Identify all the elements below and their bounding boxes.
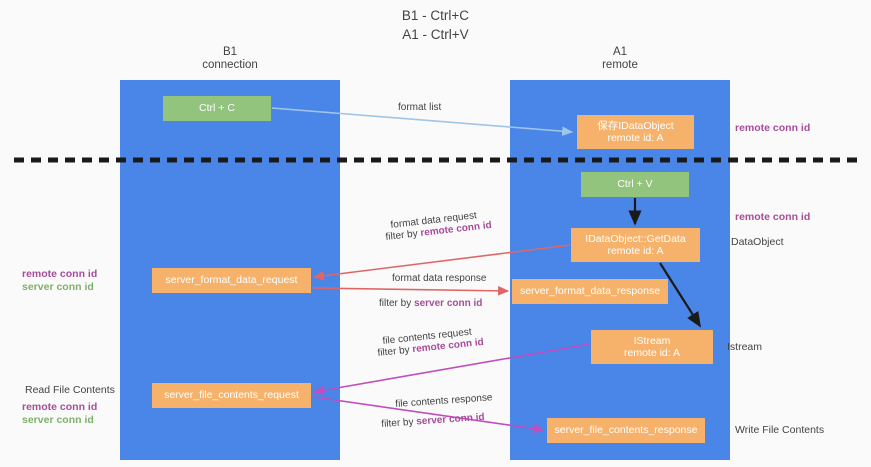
label-left-server-conn-id-bottom: server conn id bbox=[22, 414, 94, 426]
label-right-dataobject: DataObject bbox=[731, 236, 784, 248]
filter-value-2: server conn id bbox=[414, 298, 483, 309]
filter-prefix-4: filter by bbox=[381, 416, 417, 430]
box-ctrl-c[interactable]: Ctrl + C bbox=[163, 96, 271, 121]
arrow-label-file-contents-response: file contents response bbox=[395, 392, 493, 410]
filter-prefix-2: filter by bbox=[379, 298, 415, 309]
column-header-b1: B1 connection bbox=[202, 46, 258, 71]
label-left-server-conn-id-top: server conn id bbox=[22, 281, 94, 293]
box-server-format-data-request[interactable]: server_format_data_request bbox=[152, 268, 311, 293]
arrow-label-file-contents-response-filter: filter by server conn id bbox=[381, 412, 485, 431]
label-right-write-file-contents: Write File Contents bbox=[735, 424, 825, 436]
label-right-remote-conn-id-1: remote conn id bbox=[735, 122, 811, 134]
box-server-format-data-response[interactable]: server_format_data_response bbox=[512, 279, 668, 304]
label-left-remote-conn-id-bottom: remote conn id bbox=[22, 401, 98, 413]
box-ctrl-v[interactable]: Ctrl + V bbox=[581, 172, 689, 197]
box-idataobject-getdata[interactable]: IDataObject::GetData remote id: A bbox=[571, 228, 700, 262]
filter-value-4: server conn id bbox=[415, 411, 485, 428]
filter-prefix-3: filter by bbox=[377, 344, 413, 359]
label-left-read-file-contents: Read File Contents bbox=[25, 384, 115, 396]
arrow-format-data-response bbox=[312, 286, 510, 296]
label-right-istream: Istream bbox=[727, 341, 763, 353]
label-left-remote-conn-id-top: remote conn id bbox=[22, 268, 98, 280]
column-header-a1: A1 remote bbox=[602, 46, 638, 71]
arrow-label-format-data-response-filter: filter by server conn id bbox=[379, 298, 482, 310]
box-istream[interactable]: IStream remote id: A bbox=[591, 330, 713, 364]
box-idataobject[interactable]: 保存IDataObject remote id: A bbox=[577, 115, 694, 149]
arrow-label-format-list: format list bbox=[398, 102, 442, 113]
diagram-title: B1 - Ctrl+C A1 - Ctrl+V bbox=[401, 8, 470, 42]
box-server-file-contents-request[interactable]: server_file_contents_request bbox=[152, 383, 311, 408]
arrow-label-format-data-response: format data response bbox=[392, 273, 487, 284]
box-server-file-contents-response[interactable]: server_file_contents_response bbox=[547, 418, 705, 443]
label-right-remote-conn-id-2: remote conn id bbox=[735, 211, 811, 223]
